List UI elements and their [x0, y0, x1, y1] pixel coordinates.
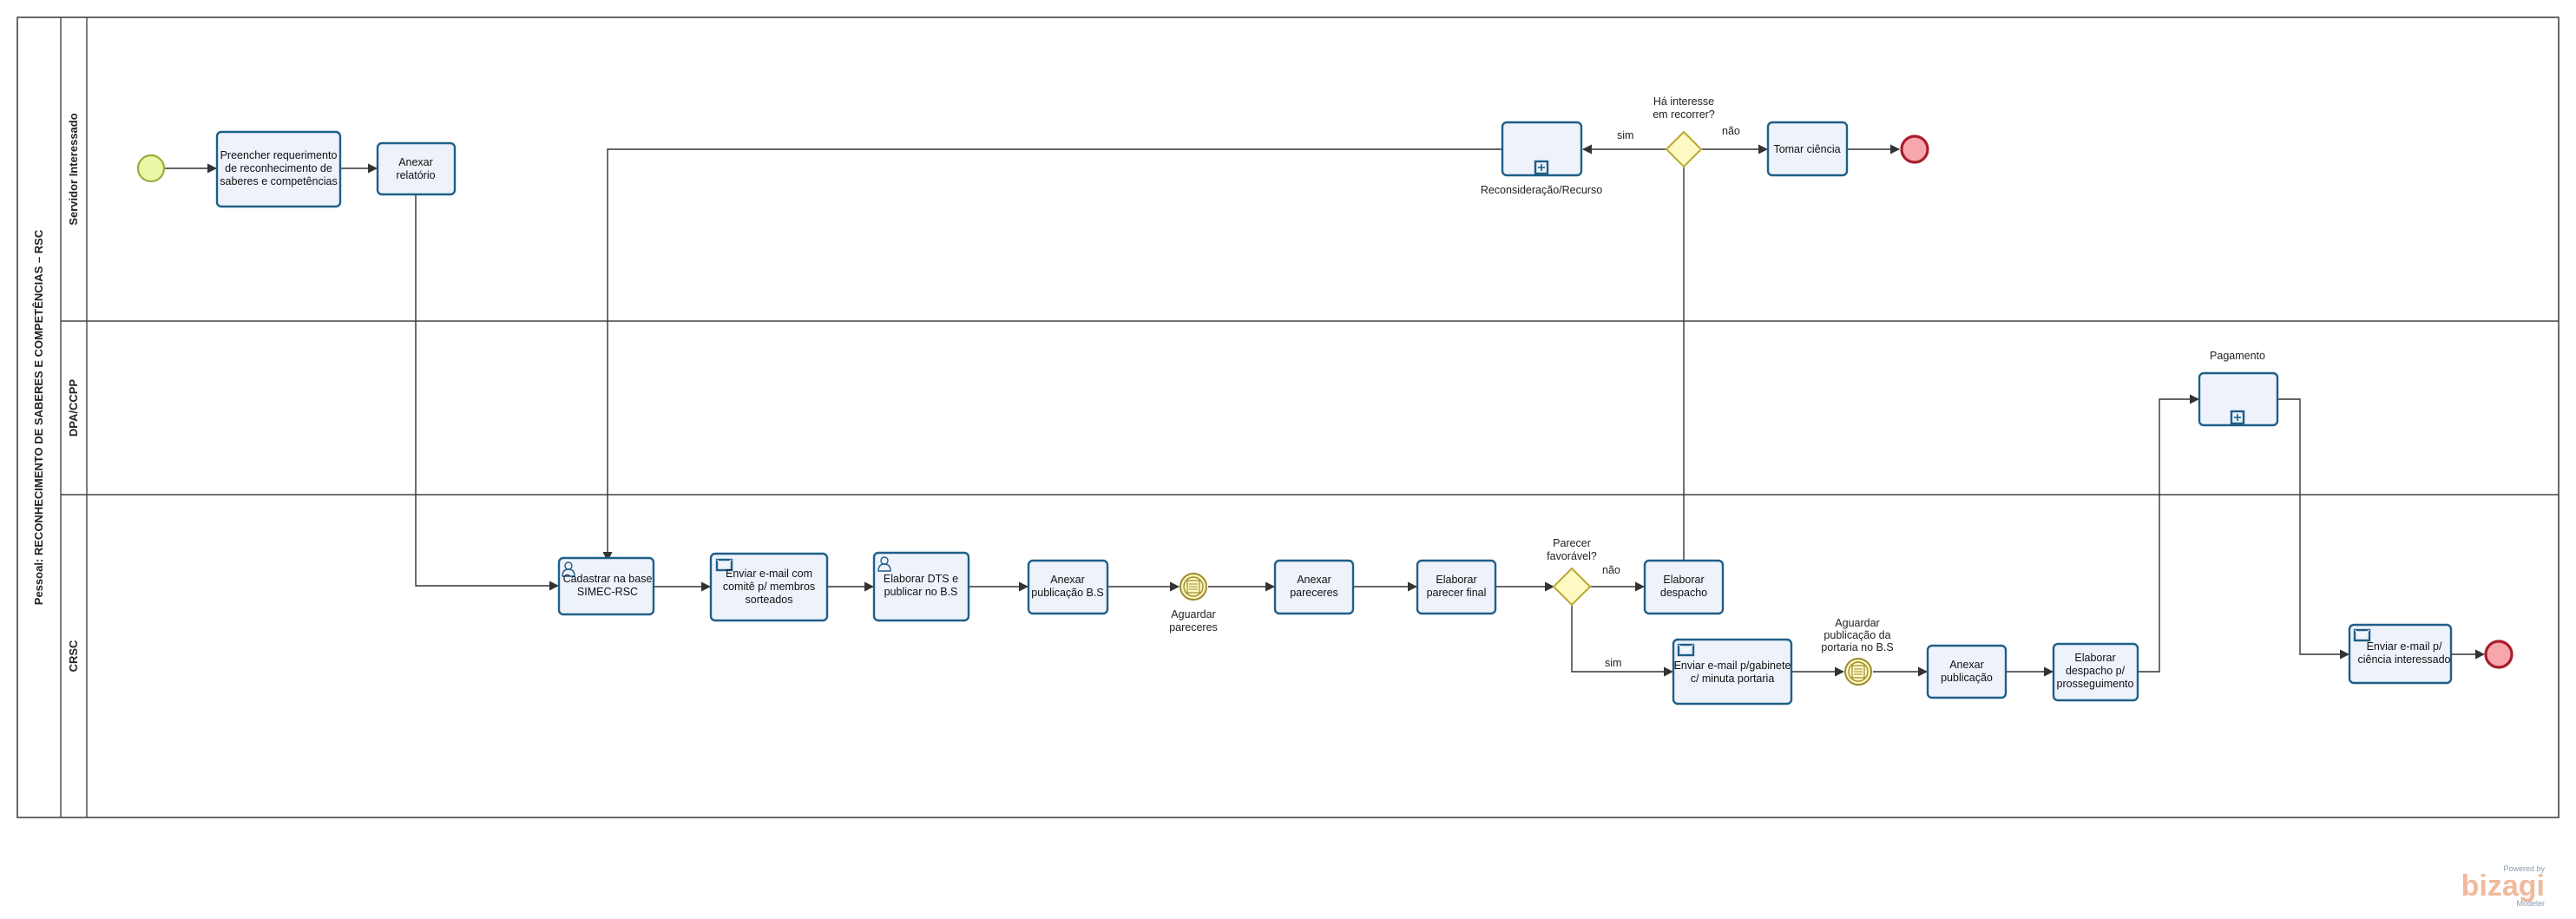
sequence-flows: [164, 132, 2486, 677]
task-label-line: despacho p/: [2066, 665, 2126, 677]
task-label-line: Elaborar: [1663, 574, 1704, 586]
task-label-line: Elaborar: [1436, 574, 1476, 586]
message-icon: [2353, 628, 2371, 642]
pool-border: [16, 16, 2560, 818]
task-label-line: Anexar: [398, 156, 433, 168]
event-label-line: pareceres: [1169, 621, 1218, 633]
task-elaborar-despacho-prosseguimento[interactable]: Elaborar despacho p/ prosseguimento: [2052, 642, 2139, 702]
subprocess-reconsideracao[interactable]: [1501, 121, 1583, 177]
flow-label-nao: não: [1722, 125, 1740, 137]
task-anexar-publicacao-bs[interactable]: Anexar publicação B.S: [1027, 559, 1109, 615]
pool-title: Pessoal: RECONHECIMENTO DE SABERES E COM…: [32, 229, 45, 605]
task-elaborar-dts[interactable]: Elaborar DTS e publicar no B.S: [872, 551, 970, 622]
task-label-line: Enviar e-mail com: [726, 568, 812, 580]
powered-by-label: Powered by: [2503, 864, 2545, 873]
task-label-line: Enviar e-mail p/gabinete: [1674, 660, 1791, 672]
gateway-label-line: favorável?: [1547, 550, 1597, 562]
task-label-line: Elaborar: [2074, 652, 2115, 664]
task-label-line: Tomar ciência: [1773, 143, 1840, 155]
brand-name: bizagi: [2461, 870, 2545, 903]
task-preencher-requerimento[interactable]: Preencher requerimento de reconhecimento…: [215, 130, 342, 208]
lane-label-servidor: Servidor Interessado: [67, 113, 80, 225]
intermediate-event-aguardar-pareceres[interactable]: [1180, 573, 1207, 601]
task-label-line: prosseguimento: [2057, 678, 2134, 690]
task-label-line: Enviar e-mail p/: [2367, 640, 2442, 653]
gateway-label-line: em recorrer?: [1653, 108, 1715, 121]
bizagi-logo: Powered by bizagi Modeler: [2461, 864, 2545, 908]
subprocess-pagamento[interactable]: [2198, 371, 2279, 427]
task-anexar-relatorio[interactable]: Anexar relatório: [376, 141, 457, 196]
task-label-line: pareceres: [1290, 587, 1338, 599]
task-enviar-email-comite[interactable]: Enviar e-mail com comitê p/ membros sort…: [709, 552, 829, 622]
gateway-label-line: Parecer: [1553, 537, 1591, 549]
subprocess-label-pagamento: Pagamento: [2210, 350, 2265, 362]
end-event-crsc[interactable]: [2484, 640, 2514, 669]
task-label-line: saberes e competências: [220, 175, 338, 187]
task-enviar-email-ciencia[interactable]: Enviar e-mail p/ ciência interessado: [2348, 623, 2453, 685]
event-label-line: portaria no B.S: [1821, 641, 1893, 653]
brand-sub: Modeler: [2516, 899, 2545, 908]
task-label-line: Anexar: [1297, 574, 1331, 586]
task-cadastrar-simec[interactable]: Cadastrar na base SIMEC-RSC: [557, 556, 655, 616]
task-label-line: parecer final: [1427, 587, 1487, 599]
task-label-line: Cadastrar na base: [563, 573, 653, 585]
gateway-parecer-favoravel[interactable]: [1552, 567, 1592, 607]
task-label-line: publicação B.S: [1031, 587, 1103, 599]
end-event-servidor[interactable]: [1900, 135, 1929, 164]
lane-label-crsc: CRSC: [67, 640, 80, 672]
task-elaborar-despacho[interactable]: Elaborar despacho: [1643, 559, 1725, 615]
task-label-line: Preencher requerimento: [220, 149, 338, 161]
flow-label-sim: sim: [1617, 129, 1633, 141]
gateway-ha-interesse[interactable]: [1665, 130, 1703, 168]
task-label-line: c/ minuta portaria: [1691, 673, 1775, 685]
event-label-line: publicação da: [1824, 629, 1890, 641]
message-icon: [1677, 643, 1695, 657]
user-task-icon: [562, 561, 575, 577]
task-enviar-email-gabinete[interactable]: Enviar e-mail p/gabinete c/ minuta porta…: [1672, 638, 1793, 706]
task-anexar-pareceres[interactable]: Anexar pareceres: [1273, 559, 1355, 615]
event-label-line: Aguardar: [1171, 608, 1215, 620]
subprocess-label-reconsideracao: Reconsideração/Recurso: [1481, 184, 1602, 196]
event-label-line: Aguardar: [1835, 617, 1879, 629]
flow-label-sim: sim: [1605, 657, 1621, 669]
task-label-line: despacho: [1660, 587, 1707, 599]
intermediate-event-aguardar-publicacao[interactable]: [1844, 658, 1872, 686]
task-label-line: relatório: [396, 169, 435, 181]
task-anexar-publicacao[interactable]: Anexar publicação: [1926, 644, 2008, 699]
user-task-icon: [877, 556, 891, 572]
task-label-line: publicação: [1941, 672, 1993, 684]
task-label-line: comitê p/ membros: [723, 581, 815, 593]
message-icon: [715, 558, 733, 572]
task-label-line: Elaborar DTS e: [884, 573, 958, 585]
task-label-line: SIMEC-RSC: [577, 586, 638, 598]
task-label-line: sorteados: [746, 594, 793, 606]
task-elaborar-parecer-final[interactable]: Elaborar parecer final: [1416, 559, 1497, 615]
task-label-line: de reconhecimento de: [225, 162, 332, 174]
task-tomar-ciencia[interactable]: Tomar ciência: [1766, 121, 1849, 177]
flow-label-nao: não: [1602, 564, 1620, 576]
task-label-line: publicar no B.S: [884, 586, 958, 598]
start-event[interactable]: [136, 154, 166, 183]
gateway-label-line: Há interesse: [1653, 95, 1714, 108]
task-label-line: Anexar: [1050, 574, 1085, 586]
lane-label-dpa: DPA/CCPP: [67, 379, 80, 437]
task-label-line: Anexar: [1949, 659, 1984, 671]
task-label-line: ciência interessado: [2357, 653, 2450, 666]
